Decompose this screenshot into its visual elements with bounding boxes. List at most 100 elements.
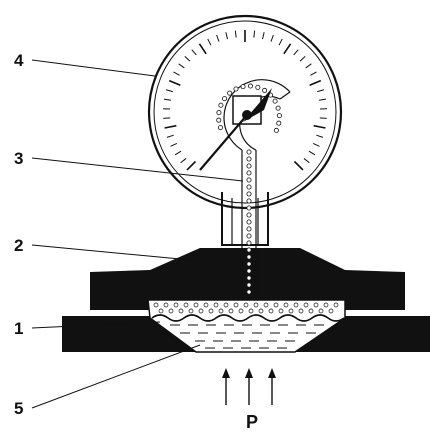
callout-5: 5: [14, 399, 23, 418]
fluid-dot: [188, 308, 194, 314]
dial-tick: [253, 30, 256, 38]
fluid-dot: [246, 268, 252, 274]
fluid-dot: [275, 105, 281, 111]
fluid-dot: [246, 184, 252, 190]
process-medium-dashes: [170, 324, 324, 349]
gauge-stem: [221, 192, 269, 246]
fluid-dot: [218, 102, 224, 108]
fluid-dot: [153, 302, 159, 308]
dial-tick: [312, 142, 320, 147]
fluid-dot: [263, 302, 269, 308]
fluid-dot: [203, 302, 209, 308]
fluid-dot: [198, 308, 204, 314]
fluid-dot: [298, 308, 304, 314]
dial-tick: [184, 55, 191, 62]
fluid-dot: [168, 308, 174, 314]
fluid-dot: [218, 308, 224, 314]
fluid-dot: [246, 219, 252, 225]
pressure-arrow-head: [268, 368, 276, 378]
fluid-dot: [216, 117, 222, 123]
fluid-dot: [273, 127, 279, 133]
dial-scale-ticks: [163, 30, 327, 171]
fluid-dot: [246, 226, 252, 232]
bourdon-fluid-dots: [216, 83, 282, 133]
fluid-dot: [246, 156, 252, 162]
fluid-dot: [193, 302, 199, 308]
fluid-dot: [246, 212, 252, 218]
fill-fluid-dots: [153, 302, 339, 314]
fluid-dot: [318, 308, 324, 314]
fluid-dot: [273, 302, 279, 308]
leader-line-5: [31, 344, 201, 409]
fluid-dot: [178, 308, 184, 314]
fluid-dot: [278, 308, 284, 314]
dial-tick: [163, 98, 172, 101]
fluid-dot: [276, 113, 282, 119]
fluid-dot: [216, 110, 222, 116]
fluid-dot: [247, 83, 253, 89]
dial-tick: [293, 160, 304, 171]
dial-tick: [303, 158, 310, 164]
capillary-fluid-dots: [246, 149, 252, 295]
fluid-dot: [227, 90, 233, 96]
fluid-dot: [323, 302, 329, 308]
dial-tick: [308, 150, 316, 156]
fluid-dot: [183, 302, 189, 308]
dial-tick: [234, 30, 237, 38]
diaphragm: [151, 314, 345, 322]
fluid-dot: [246, 240, 252, 246]
fluid-dot: [246, 233, 252, 239]
fluid-dot: [163, 302, 169, 308]
dial-tick: [310, 71, 317, 76]
leader-line-4: [31, 59, 156, 77]
dial-tick: [293, 49, 299, 56]
lower-flange: [62, 316, 430, 352]
dial-tick: [207, 38, 212, 46]
fluid-dot: [283, 302, 289, 308]
fluid-dot: [313, 302, 319, 308]
dial-tick: [170, 142, 178, 147]
pressure-arrows: [222, 368, 276, 405]
fluid-chamber: [147, 299, 346, 353]
fluid-dot: [246, 205, 252, 211]
fluid-dot: [213, 302, 219, 308]
capillary-tube: [241, 150, 257, 300]
dial-tick: [198, 43, 207, 55]
pressure-arrow-head: [245, 368, 253, 378]
dial-tick: [191, 49, 197, 56]
dial-tick: [270, 34, 274, 42]
fluid-dot: [246, 177, 252, 183]
fluid-dot: [246, 247, 252, 253]
leader-line-1: [31, 321, 161, 329]
leader-lines: [31, 59, 244, 409]
callout-3: 3: [14, 149, 23, 168]
fluid-dot: [293, 302, 299, 308]
callout-4: 4: [14, 51, 24, 70]
fluid-dot: [268, 308, 274, 314]
dial-tick: [174, 150, 182, 156]
fluid-dot: [262, 87, 268, 93]
pressure-arrow-head: [222, 368, 230, 378]
fluid-dot: [217, 125, 223, 131]
fluid-dot: [246, 191, 252, 197]
dial-tick: [168, 79, 181, 86]
fluid-dot: [246, 149, 252, 155]
dial-tick: [319, 117, 327, 119]
fluid-dot: [272, 98, 278, 104]
pointer-needle: [199, 88, 272, 171]
dial-tick: [166, 134, 174, 138]
dial-tick: [317, 89, 325, 93]
dial-tick: [173, 71, 180, 76]
dial-tick: [313, 124, 326, 129]
fluid-dot: [223, 302, 229, 308]
dial-tick: [316, 134, 324, 138]
fluid-dot: [246, 170, 252, 176]
fluid-dot: [222, 96, 228, 102]
dial-tick: [178, 63, 185, 69]
fluid-dot: [246, 198, 252, 204]
fluid-dot: [173, 302, 179, 308]
dial-tick: [163, 117, 171, 119]
fluid-dot: [233, 302, 239, 308]
fluid-dot: [240, 84, 246, 90]
